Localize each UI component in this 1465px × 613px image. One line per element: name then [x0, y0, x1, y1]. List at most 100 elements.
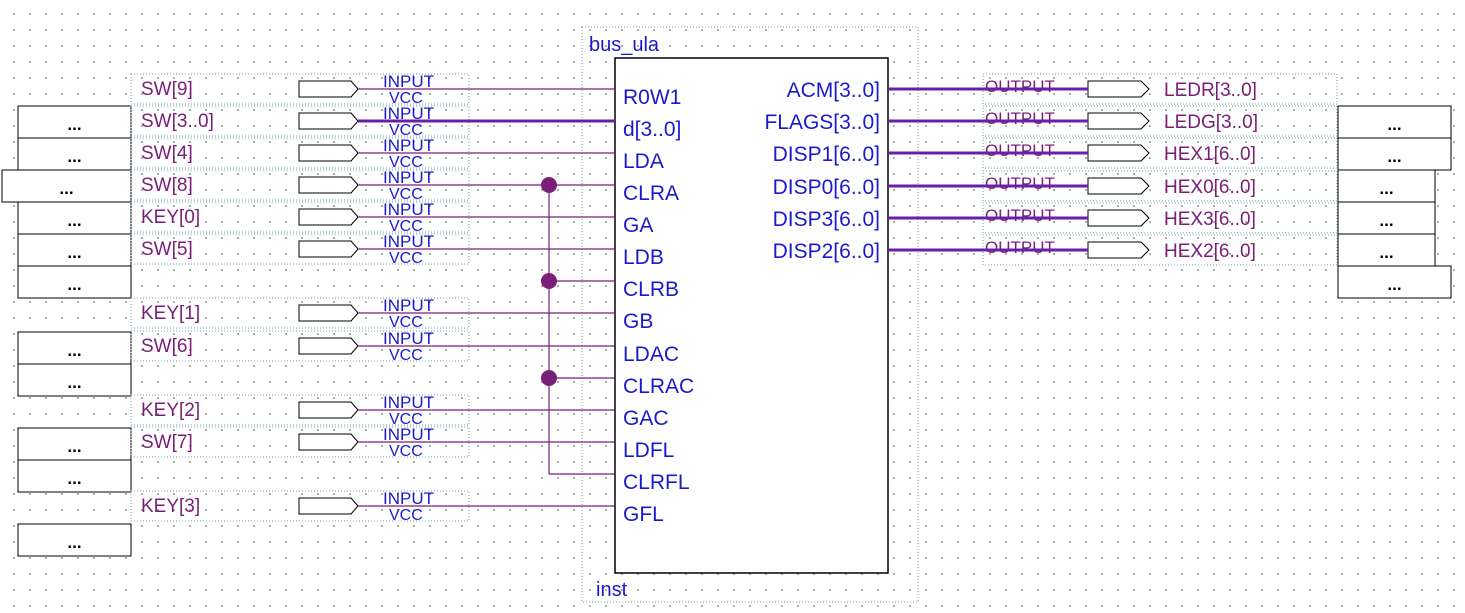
pin-name: LEDG[3..0]: [1164, 112, 1258, 133]
placeholder-dots: ...: [67, 243, 81, 262]
pin-symbol: [1087, 144, 1150, 162]
pin-symbol: [298, 401, 359, 419]
placeholder-dots: ...: [67, 341, 81, 360]
pin-type: INPUT: [383, 425, 434, 444]
pin-default: VCC: [389, 411, 423, 428]
pin-type: INPUT: [383, 72, 434, 91]
pin-name: KEY[2]: [141, 400, 200, 421]
pin-name: SW[6]: [141, 336, 193, 357]
output-pin[interactable]: OUTPUT LEDG[3..0]: [982, 105, 1338, 137]
placeholder-dots: ...: [67, 115, 81, 134]
pin-name: SW[9]: [141, 79, 193, 100]
placeholder-box[interactable]: ...: [1, 169, 132, 203]
port-3: CLRA: [623, 182, 679, 205]
placeholder-dots: ...: [67, 147, 81, 166]
pin-default: VCC: [389, 314, 423, 331]
input-pins: SW[9]INPUTVCCSW[3..0]INPUTVCCSW[4]INPUTV…: [130, 72, 470, 524]
pin-symbol: [298, 497, 359, 515]
placeholder-box[interactable]: ...: [17, 265, 132, 299]
pin-type: OUTPUT: [985, 77, 1055, 96]
port-7: GB: [623, 310, 653, 333]
placeholder-box[interactable]: ...: [17, 201, 132, 235]
junction-dot: [541, 273, 557, 289]
placeholder-box[interactable]: ...: [1337, 105, 1452, 139]
pin-default: VCC: [389, 347, 423, 364]
wires: [358, 87, 1088, 507]
pin-type: OUTPUT: [985, 238, 1055, 257]
placeholder-box[interactable]: ...: [17, 459, 132, 493]
port-13: GFL: [623, 503, 664, 526]
pin-type: OUTPUT: [985, 174, 1055, 193]
pin-name: SW[4]: [141, 143, 193, 164]
placeholder-dots: ...: [1379, 243, 1393, 262]
port-9: CLRAC: [623, 375, 694, 398]
pin-type: OUTPUT: [985, 109, 1055, 128]
placeholder-box[interactable]: ...: [17, 427, 132, 461]
placeholder-dots: ...: [67, 469, 81, 488]
port-12: CLRFL: [623, 471, 690, 494]
pin-default: VCC: [389, 154, 423, 171]
placeholder-box[interactable]: ...: [17, 523, 132, 557]
port-4: GA: [623, 214, 653, 237]
pin-type: INPUT: [383, 232, 434, 251]
placeholder-box[interactable]: ...: [1337, 201, 1436, 235]
pin-symbol: [298, 433, 359, 451]
placeholder-box[interactable]: ...: [17, 233, 132, 267]
placeholder-box[interactable]: ...: [1337, 233, 1436, 267]
placeholder-box[interactable]: ...: [1337, 137, 1452, 171]
pin-symbol: [298, 112, 359, 130]
placeholder-box[interactable]: ...: [17, 137, 132, 171]
output-ports: ACM[3..0]FLAGS[3..0]DISP1[6..0]DISP0[6..…: [764, 79, 880, 263]
pin-name: KEY[3]: [141, 496, 200, 517]
pin-type: INPUT: [383, 136, 434, 155]
pin-symbol: [298, 144, 359, 162]
bus-ula-symbol[interactable]: bus_ula inst R0W1d[3..0]LDACLRAGALDBCLRB…: [581, 26, 919, 603]
pin-symbol: [1087, 112, 1150, 130]
placeholder-dots: ...: [1379, 179, 1393, 198]
placeholder-dots: ...: [67, 373, 81, 392]
out-port-4: DISP3[6..0]: [773, 208, 880, 231]
out-port-3: DISP0[6..0]: [773, 176, 880, 199]
out-port-0: ACM[3..0]: [787, 79, 880, 102]
pin-name: HEX3[6..0]: [1164, 209, 1256, 230]
out-port-5: DISP2[6..0]: [773, 240, 880, 263]
pin-symbol: [1087, 80, 1150, 98]
symbol-body: [614, 57, 889, 574]
pin-default: VCC: [389, 218, 423, 235]
placeholder-dots: ...: [1379, 211, 1393, 230]
pin-symbol: [298, 337, 359, 355]
port-8: LDAC: [623, 343, 679, 366]
port-10: GAC: [623, 407, 669, 430]
pin-symbol: [298, 176, 359, 194]
pin-type: INPUT: [383, 489, 434, 508]
placeholder-box[interactable]: ...: [1337, 169, 1436, 203]
placeholder-dots: ...: [1387, 275, 1401, 294]
placeholder-box[interactable]: ...: [17, 105, 132, 139]
symbol-frame: [581, 26, 919, 603]
placeholder-box[interactable]: ...: [17, 363, 132, 397]
port-5: LDB: [623, 246, 664, 269]
placeholder-dots: ...: [59, 179, 73, 198]
pin-symbol: [298, 240, 359, 258]
port-11: LDFL: [623, 439, 674, 462]
placeholder-box[interactable]: ...: [17, 331, 132, 365]
placeholder-box[interactable]: ...: [1337, 265, 1452, 299]
